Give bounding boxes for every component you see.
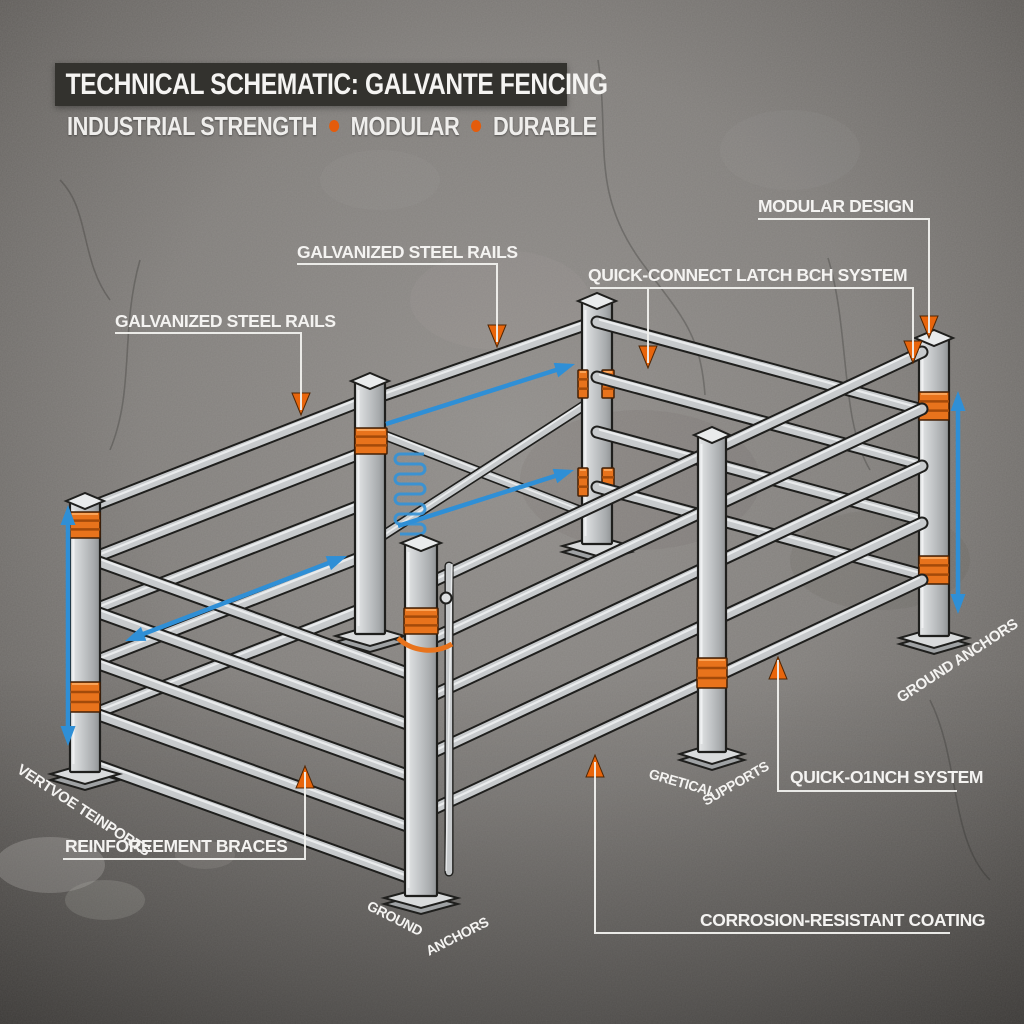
orange-clamp-band <box>696 657 728 689</box>
steel-rail <box>81 390 379 515</box>
bullet-dot-icon <box>328 120 339 132</box>
orange-clamp-band <box>354 427 388 455</box>
leader-galvanized-upper <box>297 263 498 342</box>
dimension-arrow <box>385 362 575 427</box>
leader-quick-connect <box>590 287 914 358</box>
leader-corrosion <box>594 762 950 934</box>
tagline-item: INDUSTRIAL STRENGTH <box>67 110 318 141</box>
page-title: TECHNICAL SCHEMATIC: GALVANTE FENCING <box>65 68 608 101</box>
post-cap <box>348 371 392 391</box>
leader-quick-o1nch <box>777 660 957 792</box>
label-modular-design: MODULAR DESIGN <box>758 196 914 216</box>
latch-coil <box>393 452 427 536</box>
steel-rail <box>418 573 929 820</box>
steel-rail <box>81 494 379 619</box>
post-cap <box>691 425 733 445</box>
fence-structure <box>46 291 973 916</box>
steel-rail <box>418 402 929 649</box>
tagline-item: DURABLE <box>492 110 597 141</box>
steel-rail <box>418 459 929 706</box>
tagline-item: MODULAR <box>350 110 460 141</box>
steel-rail <box>81 442 379 567</box>
steel-rail <box>590 480 937 584</box>
orange-strap <box>396 636 454 653</box>
tagline: INDUSTRIAL STRENGTH MODULAR DURABLE <box>67 110 597 142</box>
post-cap <box>63 491 107 511</box>
orange-clamp-band <box>69 511 101 539</box>
label-galvanized-rails-upper: GALVANIZED STEEL RAILS <box>297 242 518 262</box>
fence-post <box>676 425 748 772</box>
orange-clamp-band <box>577 467 589 497</box>
title-bar: TECHNICAL SCHEMATIC: GALVANTE FENCING <box>55 63 608 106</box>
steel-rail <box>418 516 929 763</box>
label-quick-connect: QUICK-CONNECT LATCH BCH SYSTEM <box>588 265 907 285</box>
label-galvanized-rails-lower: GALVANIZED STEEL RAILS <box>115 311 336 331</box>
leader-modular-design <box>758 218 930 333</box>
leader-lines <box>63 218 957 934</box>
steel-rail <box>590 315 937 419</box>
leader-reinforcement <box>63 772 306 860</box>
dimension-arrow <box>397 468 574 529</box>
steel-rail <box>78 754 428 889</box>
post-cap <box>398 533 444 553</box>
label-reinforcement-braces: REINFOREEMENT BRACES <box>65 836 287 856</box>
gate-latch-knob <box>439 591 453 605</box>
steel-rail <box>78 652 428 787</box>
orange-clamp-band <box>403 607 439 635</box>
steel-rail <box>78 703 428 838</box>
steel-rail <box>418 345 929 592</box>
steel-rail <box>78 550 428 685</box>
bullet-dot-icon <box>471 120 482 132</box>
post-cap <box>575 291 619 311</box>
dimension-arrow <box>60 505 76 746</box>
label-corrosion-coating: CORROSION-RESISTANT COATING <box>700 910 985 930</box>
leader-galvanized-lower <box>115 332 302 410</box>
dimension-arrow <box>125 556 347 641</box>
dimension-arrow <box>950 391 966 614</box>
steel-rail <box>363 313 606 407</box>
orange-clamp-band <box>577 369 589 399</box>
label-quick-o1nch: QUICK-O1NCH SYSTEM <box>790 767 983 787</box>
steel-rail <box>444 561 454 877</box>
orange-clamp-band <box>69 681 101 713</box>
